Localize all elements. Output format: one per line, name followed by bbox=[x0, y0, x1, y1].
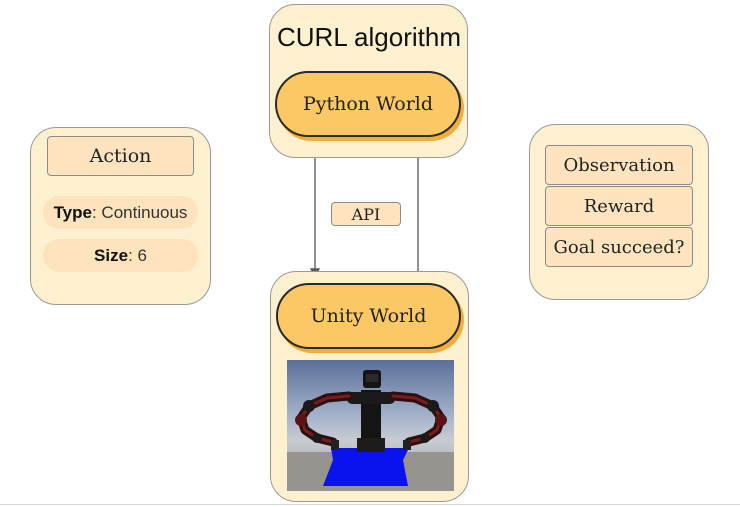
action-type-field: Type: Continuous bbox=[43, 196, 198, 229]
action-size-field: Size: 6 bbox=[43, 239, 198, 272]
reward-label: Reward bbox=[545, 186, 693, 226]
observation-label: Observation bbox=[545, 145, 693, 185]
bottom-divider bbox=[0, 504, 740, 505]
action-size-key: Size bbox=[94, 245, 129, 265]
blue-cloth bbox=[323, 448, 409, 486]
curl-title: CURL algorithm bbox=[277, 22, 461, 52]
unity-world-pill: Unity World bbox=[276, 283, 461, 349]
action-type-value: : Continuous bbox=[91, 202, 188, 222]
api-label: API bbox=[331, 202, 401, 226]
action-size-value: : 6 bbox=[128, 245, 147, 265]
action-type-key: Type bbox=[53, 202, 92, 222]
goal-succeed-label: Goal succeed? bbox=[545, 227, 693, 267]
robot-scene-image bbox=[287, 360, 454, 491]
python-world-pill: Python World bbox=[275, 71, 461, 137]
action-title: Action bbox=[47, 136, 194, 176]
